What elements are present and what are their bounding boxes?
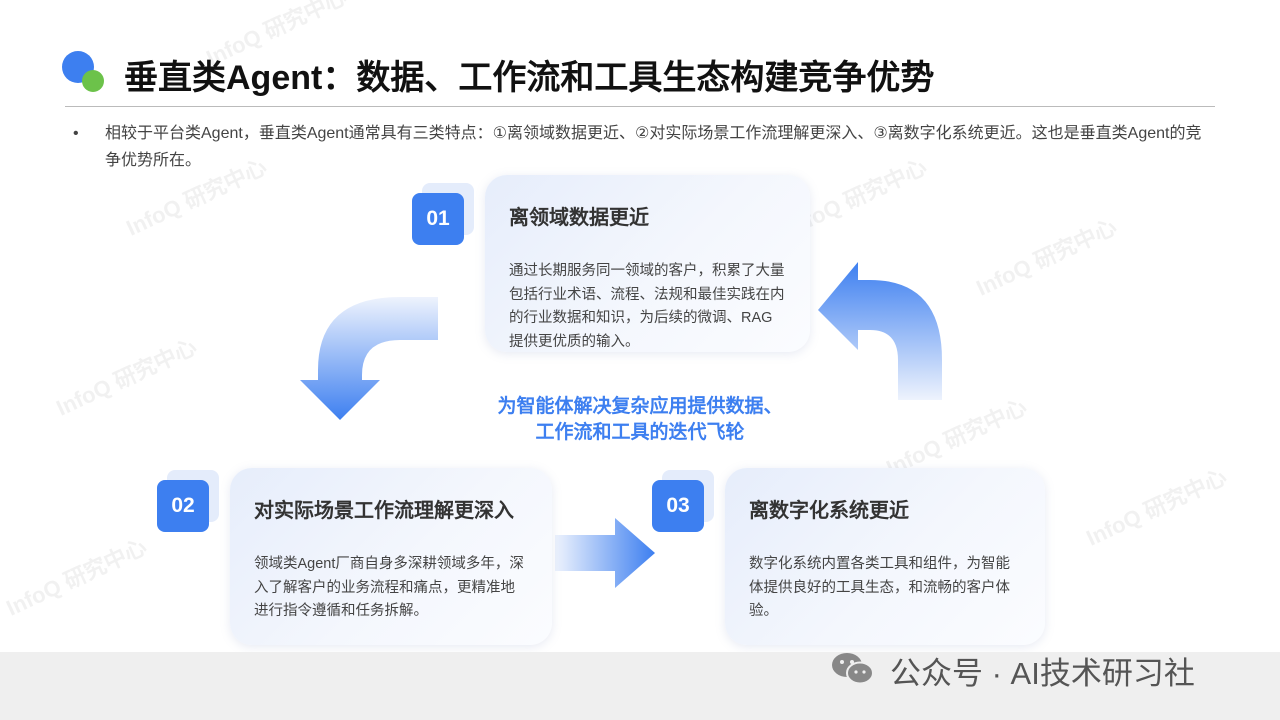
card-workflow: 对实际场景工作流理解更深入 领域类Agent厂商自身多深耕领域多年，深入了解客户… <box>230 468 552 645</box>
card-body: 通过长期服务同一领域的客户，积累了大量包括行业术语、流程、法规和最佳实践在内的行… <box>509 263 785 350</box>
bullet-icon: • <box>73 125 79 142</box>
card-heading: 离领域数据更近 <box>509 207 649 229</box>
arrow-left-curve <box>300 297 438 420</box>
card-domain-data: 离领域数据更近 通过长期服务同一领域的客户，积累了大量包括行业术语、流程、法规和… <box>485 175 810 352</box>
arrow-middle <box>555 518 655 588</box>
arrow-right-curve <box>818 262 942 400</box>
badge-01: 01 <box>412 193 464 245</box>
page-title: 垂直类Agent：数据、工作流和工具生态构建竞争优势 <box>124 59 935 97</box>
card-heading: 对实际场景工作流理解更深入 <box>254 500 514 522</box>
card-body: 领域类Agent厂商自身多深耕领域多年，深入了解客户的业务流程和痛点，更精准地进… <box>254 556 524 619</box>
caption-line-1: 为智能体解决复杂应用提供数据、 <box>497 396 783 417</box>
footer-bar <box>0 652 1280 720</box>
card-digital-systems: 离数字化系统更近 数字化系统内置各类工具和组件，为智能体提供良好的工具生态，和流… <box>725 468 1045 645</box>
flywheel-caption: 为智能体解决复杂应用提供数据、 工作流和工具的迭代飞轮 <box>440 394 840 446</box>
card-heading: 离数字化系统更近 <box>749 500 909 522</box>
logo-icon <box>60 50 110 95</box>
intro-text: 相较于平台类Agent，垂直类Agent通常具有三类特点：①离领域数据更近、②对… <box>105 125 1202 169</box>
wechat-icon <box>830 648 876 693</box>
footer-account-name: 公众号 · AI技术研习社 <box>890 656 1195 691</box>
badge-02: 02 <box>157 480 209 532</box>
badge-03: 03 <box>652 480 704 532</box>
card-body: 数字化系统内置各类工具和组件，为智能体提供良好的工具生态，和流畅的客户体验。 <box>749 556 1010 619</box>
title-divider <box>65 106 1215 107</box>
caption-line-2: 工作流和工具的迭代飞轮 <box>535 422 745 443</box>
